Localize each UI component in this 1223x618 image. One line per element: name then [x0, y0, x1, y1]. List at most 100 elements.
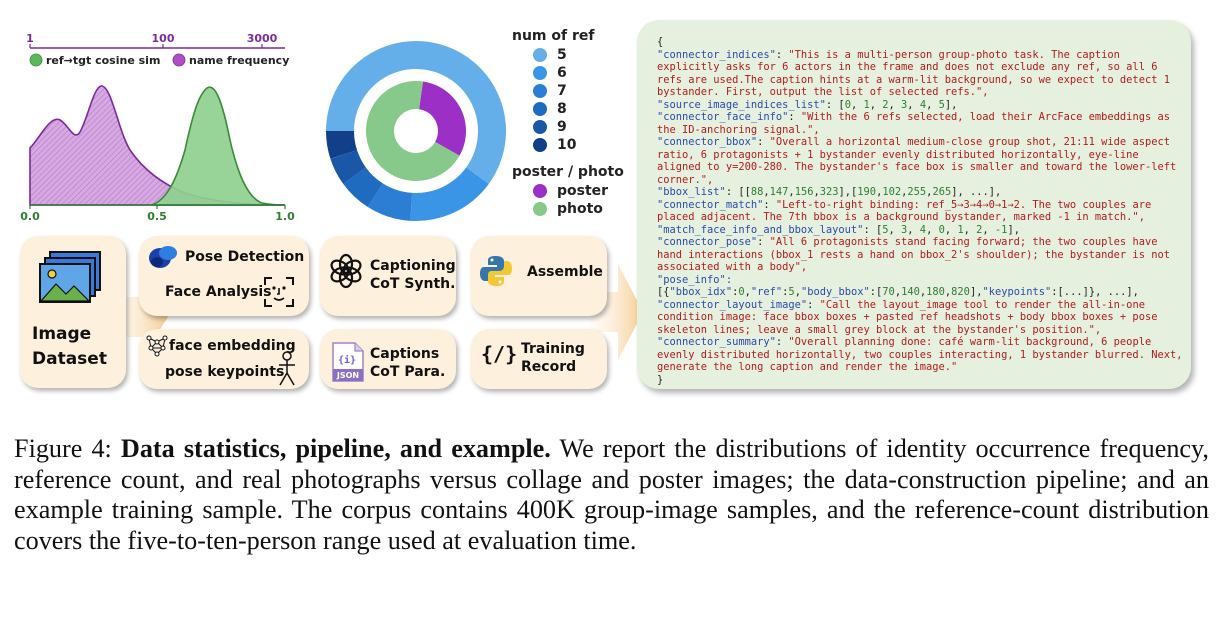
training-record-label: Training Record — [521, 340, 585, 376]
legend-label: photo — [557, 201, 603, 217]
json-line: evenly distributed horizontally, two cou… — [657, 348, 1183, 361]
captions-para-line: Captions — [370, 346, 440, 362]
openai-icon — [330, 253, 362, 289]
bottom-tick-label: 0.0 — [20, 210, 40, 223]
legend-swatch — [533, 184, 547, 198]
bottom-tick-label: 1.0 — [275, 210, 295, 223]
legend-swatch — [533, 66, 547, 80]
legend-label: 9 — [557, 119, 567, 135]
density-chart: 1 100 3000 ref→tgt cosine sim name frequ… — [20, 32, 295, 223]
legend-item-ref-10: 10 — [533, 137, 576, 153]
legend-swatch — [533, 138, 547, 152]
legend-swatch — [533, 120, 547, 134]
json-line: skeleton lines; leave a small grey block… — [657, 323, 1102, 336]
assemble-card: Assemble — [471, 236, 607, 316]
top-tick-label: 3000 — [247, 32, 278, 45]
json-line: "connector_summary": "Overall planning d… — [657, 336, 1152, 348]
legend-item-ref-6: 6 — [533, 65, 567, 81]
captions-para-label: Captions CoT Para. — [370, 345, 445, 381]
json-line: [{"bbox_idx":0,"ref":5,"body_bbox":[70,1… — [657, 286, 1139, 298]
donut-slice-photo — [366, 80, 460, 181]
captioning-card: Captioning CoT Synth. — [320, 236, 456, 316]
donut-slice-ref-5 — [326, 41, 506, 184]
python-icon — [480, 256, 512, 286]
legend-label: 5 — [557, 47, 567, 63]
json-line: condition image: face bbox boxes + paste… — [657, 311, 1158, 323]
legend-label: poster — [557, 183, 609, 199]
donut-chart — [326, 41, 506, 221]
network-graph-icon — [146, 335, 168, 357]
face-embedding-label: face embedding — [169, 338, 296, 354]
training-record-line: Training — [521, 341, 585, 357]
json-line: bystander. First, output the list of sel… — [657, 86, 989, 98]
legend-label: 7 — [557, 83, 567, 99]
training-record-card: {/} Training Record — [471, 329, 607, 389]
legend-item-ref-9: 9 — [533, 119, 567, 135]
pipeline-arrow-2 — [590, 264, 643, 360]
legend-swatch — [533, 102, 547, 116]
top-tick-label: 100 — [152, 32, 175, 45]
legend-title-poster-photo: poster / photo — [512, 164, 624, 180]
series-area-cosine-sim — [151, 86, 286, 206]
json-line: "connector_bbox": "Overall a horizontal … — [657, 136, 1170, 148]
json-example-text: {"connector_indices": "This is a multi-p… — [657, 36, 1182, 386]
dataset-label-line: Dataset — [32, 349, 107, 369]
json-line: corner.", — [657, 173, 714, 186]
json-line: "match_face_info_and_bbox_layout": [5, 3… — [657, 223, 1020, 236]
json-file-label: JSON — [336, 371, 359, 380]
json-line: ratio, 6 protagonists + 1 bystander even… — [657, 148, 1139, 161]
legend-label: 10 — [557, 137, 577, 153]
code-icon: {/} — [481, 342, 518, 366]
legend-swatch — [533, 84, 547, 98]
legend-label: 6 — [557, 65, 567, 81]
legend-item-poster: poster — [533, 183, 608, 199]
legend-label-name-frequency: name frequency — [189, 54, 289, 67]
json-line: hand interactions (bbox_1 rests a hand o… — [657, 248, 1170, 261]
captioning-line: Captioning — [370, 258, 456, 274]
legend-swatch-name-frequency — [172, 53, 186, 67]
legend-title-num-of-ref: num of ref — [512, 28, 595, 44]
json-file-braces: {i} — [338, 354, 356, 366]
caption-label: Figure 4: — [14, 434, 121, 463]
json-line: refs are used.The caption hints at a war… — [657, 73, 1170, 86]
dataset-label-line: Image — [32, 324, 92, 344]
training-record-line: Record — [521, 359, 577, 375]
donut-outer-ring — [326, 41, 506, 221]
json-line: generate the long caption and render the… — [657, 361, 958, 373]
legend-item-photo: photo — [533, 201, 603, 217]
captioning-label: Captioning CoT Synth. — [370, 257, 456, 293]
json-line: } — [657, 373, 664, 386]
json-line: aligned to y=200-280. The bystander's fa… — [657, 161, 1177, 173]
json-line: "bbox_list": [[88,147,156,323],[190,102,… — [657, 186, 1002, 198]
figure-caption: Figure 4: Data statistics, pipeline, and… — [14, 434, 1209, 556]
donut-inner-ring — [366, 80, 466, 181]
captioning-line: CoT Synth. — [370, 276, 456, 292]
image-dataset-label: Image Dataset — [32, 322, 107, 372]
image-stack-icon — [39, 251, 101, 303]
caption-body: We report the distributions of identity … — [14, 434, 1209, 555]
json-line: { — [657, 36, 664, 48]
captions-para-card: {i} JSON Captions CoT Para. — [320, 329, 456, 389]
legend-item-ref-7: 7 — [533, 83, 567, 99]
face-analysis-label: Face Analysis — [165, 284, 272, 300]
captions-para-line: CoT Para. — [370, 364, 446, 380]
pose-keypoints-label: pose keypoints — [165, 364, 285, 380]
json-line: "connector_layout_image": "Call the layo… — [657, 298, 1145, 311]
donut-slice-ref-6 — [410, 167, 489, 221]
json-line: associated with a body", — [657, 261, 808, 273]
caption-bold-title: Data statistics, pipeline, and example. — [120, 434, 551, 463]
pose-detection-label: Pose Detection — [185, 249, 305, 265]
legend-item-ref-5: 5 — [533, 47, 567, 63]
json-line: placed adjacent. The 7th bbox is a backg… — [657, 211, 1145, 223]
donut-slice-ref-9 — [330, 150, 366, 184]
bottom-tick-label: 0.5 — [147, 210, 167, 223]
json-line: explicitly asks for 6 actors in the fram… — [657, 61, 1158, 73]
json-line: the ID-anchoring signal.", — [657, 123, 820, 136]
legend-label-cosine: ref→tgt cosine sim — [46, 54, 160, 67]
face-scan-icon — [264, 277, 294, 307]
json-line: "connector_face_info": "With the 6 refs … — [657, 111, 1170, 123]
json-line: "connector_pose": "All 6 protagonists st… — [657, 236, 1158, 248]
json-file-icon: {i} JSON — [332, 342, 364, 382]
top-tick-label: 1 — [26, 32, 34, 45]
json-line: "connector_indices": "This is a multi-pe… — [657, 48, 1120, 61]
